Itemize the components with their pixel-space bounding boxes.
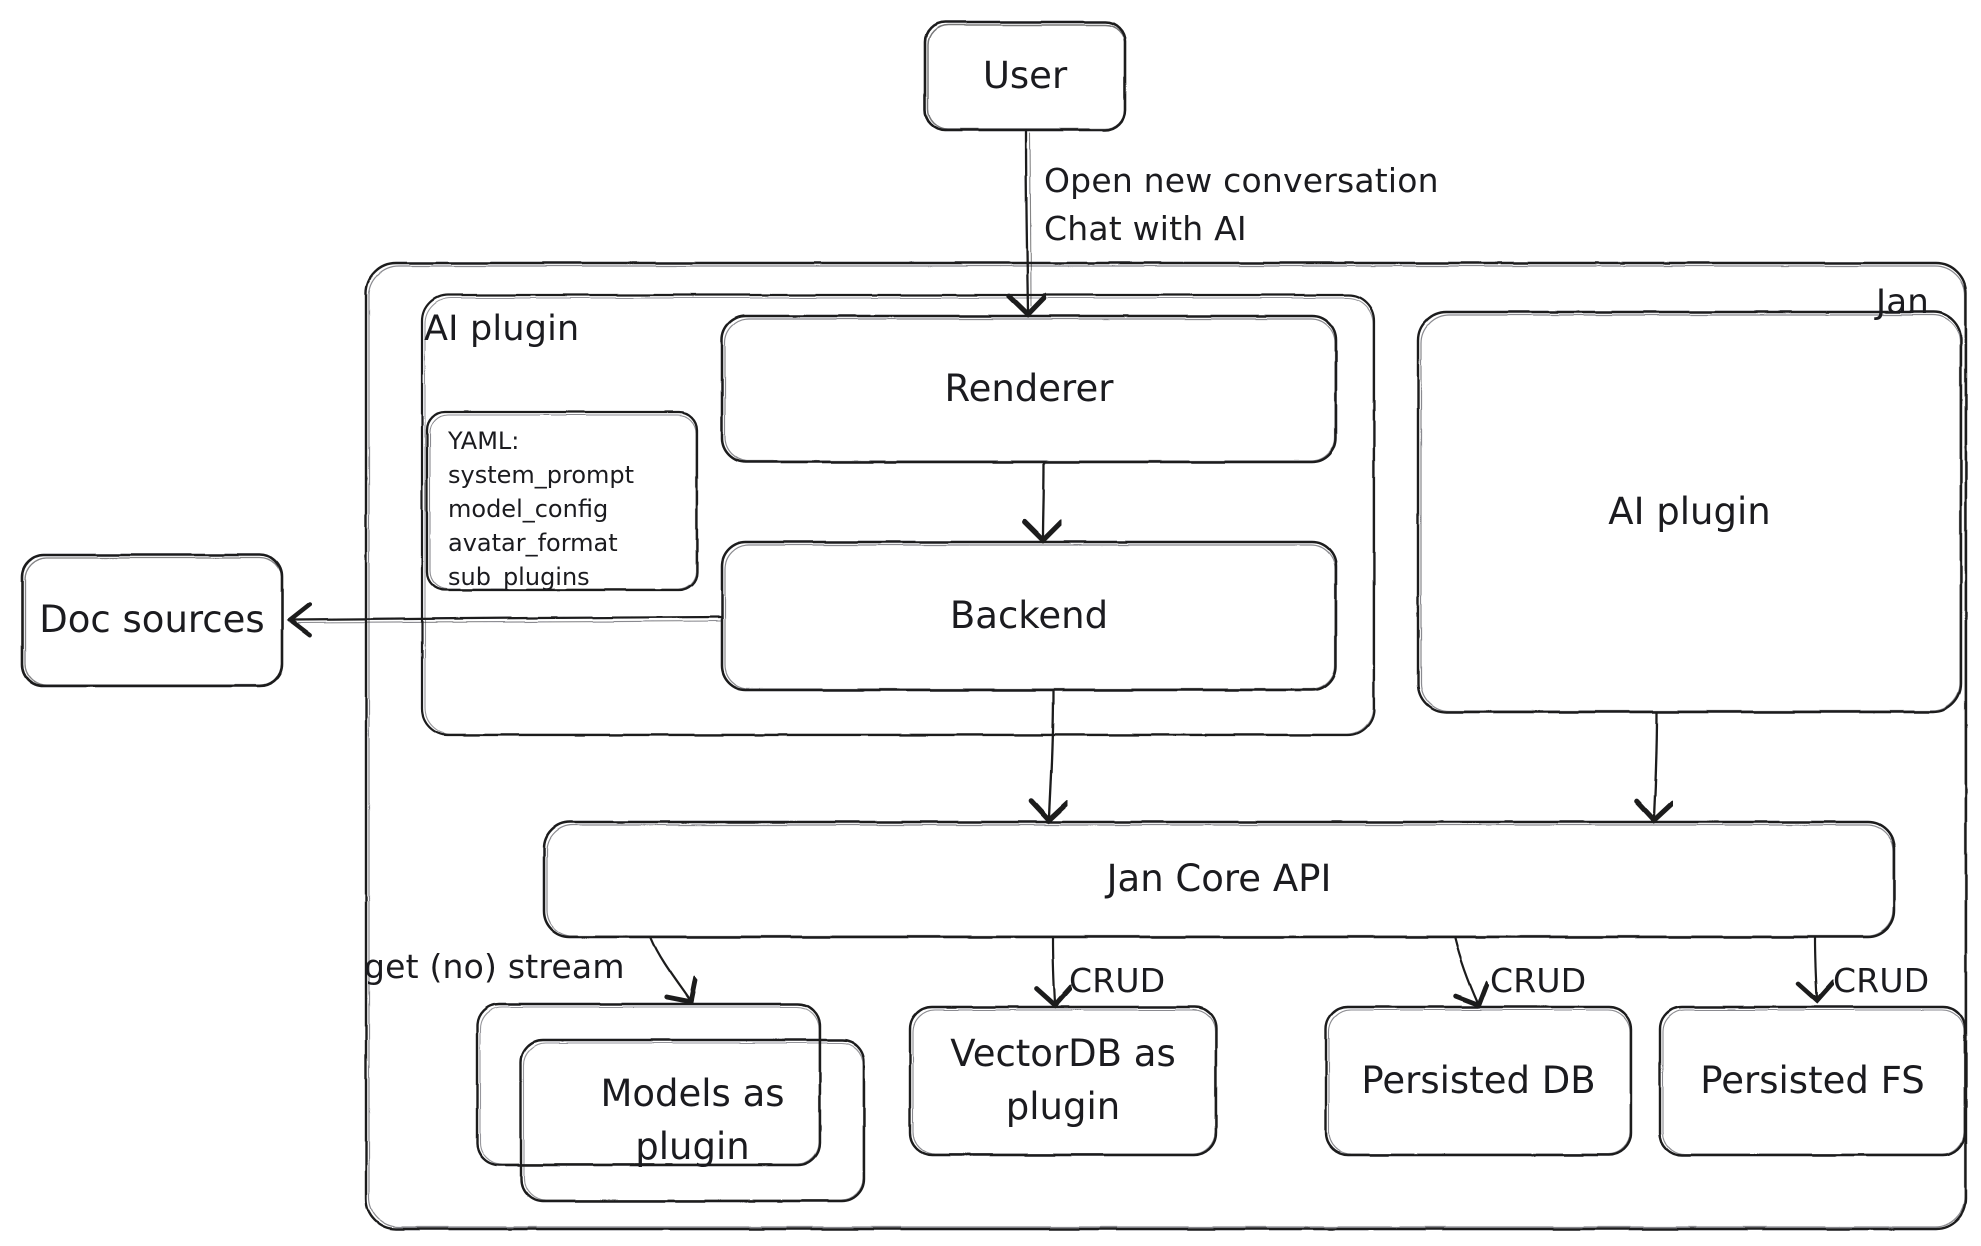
doc-sources-box-shape <box>20 553 284 688</box>
persisted-db-box[interactable]: Persisted DB <box>1326 1007 1631 1155</box>
renderer-box[interactable]: Renderer <box>722 316 1336 462</box>
persisted-fs-box-shape <box>1658 1005 1967 1157</box>
ai-plugin-box[interactable]: AI plugin <box>1418 312 1961 712</box>
vectordb-plugin-box[interactable]: VectorDB as plugin <box>910 1007 1216 1155</box>
vectordb-plugin-label: VectorDB as plugin <box>950 1032 1176 1128</box>
edge-user-to-renderer <box>1026 129 1031 312</box>
jan-core-api-box[interactable]: Jan Core API <box>544 822 1894 937</box>
ai-plugin-box-shape <box>1416 310 1963 714</box>
doc-sources-box[interactable]: Doc sources <box>22 555 282 686</box>
edge-core-api-to-models <box>649 936 690 1000</box>
models-plugin-box[interactable]: Models as plugin <box>521 1040 864 1201</box>
jan-core-api-shape <box>542 820 1896 939</box>
yaml-note: YAML: system_prompt model_config avatar_… <box>448 427 635 592</box>
persisted-fs-box[interactable]: Persisted FS <box>1660 1007 1965 1155</box>
user-label: User <box>982 53 1068 97</box>
backend-box[interactable]: Backend <box>722 542 1336 690</box>
edge-core-api-to-persisted-fs <box>1815 936 1817 998</box>
ai-plugin-group-shape <box>420 293 1376 737</box>
doc-sources-label: Doc sources <box>39 598 265 642</box>
backend-label: Backend <box>949 593 1109 637</box>
edge-backend-to-core-api <box>1049 689 1053 818</box>
edge-core-api-to-vectordb <box>1053 936 1055 1003</box>
yaml-note-shape <box>425 410 699 592</box>
edge-backend-to-doc-sources <box>286 602 724 638</box>
ai-plugin-box-label: AI plugin <box>1608 489 1771 533</box>
models-plugin-box-shape <box>475 1002 866 1203</box>
persisted-fs-label: Persisted FS <box>1700 1058 1925 1102</box>
edge-renderer-to-backend <box>1043 461 1044 538</box>
persisted-db-label: Persisted DB <box>1361 1058 1596 1102</box>
user-box-shape <box>923 20 1127 132</box>
edge-ai-plugin-to-core-api <box>1654 711 1657 818</box>
edge-core-api-to-persisted-db <box>1455 936 1478 1003</box>
user-box[interactable]: User <box>925 22 1125 130</box>
models-plugin-label: Models as plugin <box>600 1071 785 1168</box>
renderer-label: Renderer <box>944 366 1114 410</box>
jan-container-shape <box>364 261 1968 1231</box>
jan-core-api-label: Jan Core API <box>1106 857 1332 901</box>
